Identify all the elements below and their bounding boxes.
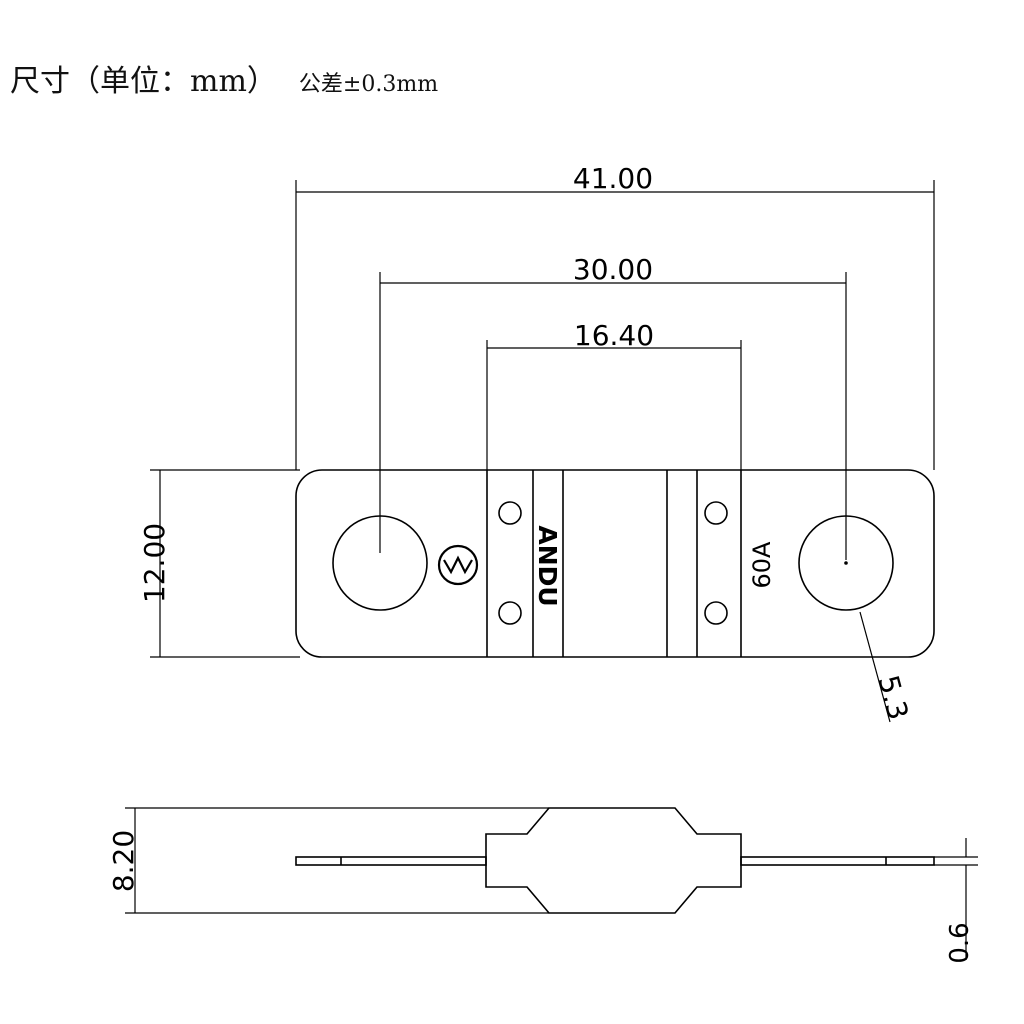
title-line: 尺寸（单位：mm） 公差±0.3mm [10,56,439,99]
rivet-hole [498,601,522,625]
brand-label: ANDU [533,525,562,606]
dimension-body-width [486,340,742,470]
right-terminal-plate [740,856,935,866]
rivet-hole [704,601,728,625]
dimension-plate-thickness [934,838,978,960]
dimension-hole-pitch [379,272,847,560]
hole-diameter-leader [859,611,891,723]
rivet-hole [704,501,728,525]
dimension-overall-length [295,180,935,470]
dimension-height [150,469,300,658]
dimension-thickness [125,807,549,914]
page-title: 尺寸（单位：mm） [10,64,277,99]
hole-center-mark [844,561,848,565]
dim-hole-diameter-label: 5.3 [871,672,914,724]
dim-height-label: 12.00 [138,523,171,603]
top-view [150,180,935,723]
dim-overall-length-label: 41.00 [573,162,653,195]
side-view [125,807,978,960]
rivet-hole [498,501,522,525]
fuse-body-outline [295,469,935,658]
dim-thickness-label: 8.20 [107,830,140,892]
dim-body-width-label: 16.40 [574,319,654,352]
fuse-side-body [485,807,742,914]
dim-hole-pitch-label: 30.00 [573,253,653,286]
rating-label: 60A [748,541,776,589]
brand-logo-icon [437,544,479,586]
tolerance-note: 公差±0.3mm [298,72,439,97]
left-terminal-plate [295,856,487,866]
dim-plate-thickness-label: 0.6 [945,922,975,963]
